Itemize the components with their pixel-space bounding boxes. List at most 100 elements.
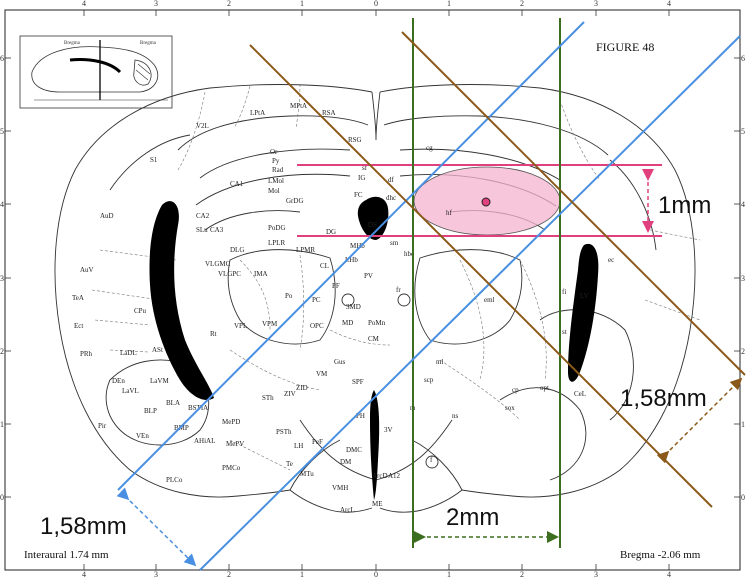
region-label-sm: sm <box>390 239 399 247</box>
region-label-lv: LV <box>580 292 589 300</box>
region-label-lhb: LHb <box>345 256 358 264</box>
region-label-po: Po <box>285 292 293 300</box>
region-label-ca2: CA2 <box>196 212 210 220</box>
region-label-pf: PF <box>332 282 340 290</box>
right-lower <box>499 387 587 481</box>
region-label-gus: Gus <box>334 358 346 366</box>
brown-left-line <box>249 44 713 508</box>
ruler-tick-label: 3 <box>594 0 598 8</box>
region-label-dlg: DLG <box>230 246 244 254</box>
ruler-left-label: 2 <box>0 347 4 356</box>
left-cortex-deep <box>109 134 191 191</box>
region-label-ca1: CA1 <box>230 180 244 188</box>
fornix-left <box>341 293 355 307</box>
region-label-ph: PH <box>356 412 365 420</box>
inset-label-left: Bregma <box>64 41 81 46</box>
region-label-cp: cp <box>512 386 519 394</box>
ruler-tick-label: 1 <box>300 0 304 8</box>
ruler-tick-label: 1 <box>447 0 451 8</box>
ruler-tick-label: 0 <box>374 0 378 8</box>
blue-distance-arrow <box>116 487 197 567</box>
region-label-fc: FC <box>354 191 363 199</box>
inset-label-right: Bregma <box>140 41 157 46</box>
thalamus-right <box>414 249 523 345</box>
ventricles <box>149 196 599 500</box>
ruler-left-label: 6 <box>0 54 4 63</box>
region-label-dhc: dhc <box>386 194 396 202</box>
region-label-vmh: VMH <box>332 484 348 492</box>
region-label-ig: IG <box>358 174 365 182</box>
region-label-ven: VEn <box>136 432 149 440</box>
region-label-ladl: LaDL <box>120 349 137 357</box>
ruler-tick-label: 2 <box>227 0 231 8</box>
region-label-den: DEn <box>112 377 125 385</box>
figure-title: FIGURE 48 <box>596 40 654 54</box>
region-label-ahial: AHiAL <box>194 437 215 445</box>
ruler-tick-label: 4 <box>82 570 86 578</box>
bregma-label: Bregma -2.06 mm <box>620 549 701 561</box>
region-label-cm: CM <box>368 335 380 343</box>
ruler-tick-label: 3 <box>154 0 158 8</box>
region-label-lh: LH <box>294 442 303 450</box>
region-label-mepd: MePD <box>222 418 240 426</box>
region-label-pir: Pir <box>98 422 107 430</box>
region-label-bmp: BMP <box>174 424 189 432</box>
region-label-lpta: LPtA <box>250 109 265 117</box>
fornix-lower <box>425 455 439 469</box>
region-label-bla: BLA <box>166 399 180 407</box>
region-label-ast: ASt <box>152 346 163 354</box>
region-label-zid: ZID <box>296 384 308 392</box>
ruler-tick-label: 1 <box>447 570 451 578</box>
ruler-left-label: 5 <box>0 127 4 136</box>
midline-fissure <box>371 91 381 141</box>
region-label-vpm: VPM <box>262 320 278 328</box>
region-label-auv: AuV <box>80 266 94 274</box>
right-lateral-ventricle <box>568 243 599 382</box>
region-label-cel: CeL <box>574 390 586 398</box>
region-label-blp: BLP <box>144 407 157 415</box>
left-cortex-inner <box>177 115 369 151</box>
region-label-vlgmc: VLGMC <box>205 260 231 268</box>
ruler-right-label: 0 <box>741 493 745 502</box>
region-label-bstia: BSTIA <box>188 404 208 412</box>
region-label-sox: sox <box>505 404 515 412</box>
hippocampus-left <box>195 148 351 231</box>
region-label-prh: PRh <box>80 350 93 358</box>
right-cortex-deep <box>609 159 657 251</box>
amygdala-left <box>105 359 210 446</box>
region-label-dg: DG <box>326 228 336 236</box>
region-label-lmol: LMol <box>268 177 284 185</box>
region-label-pv: PV <box>364 272 373 280</box>
region-label-tea: TeA <box>72 294 84 302</box>
region-label-psth: PSTh <box>276 428 292 436</box>
region-label-ca3: CA3 <box>210 226 224 234</box>
region-label-lplr: LPLR <box>268 239 285 247</box>
region-label-3md: 3MD <box>346 303 361 311</box>
region-label-f: f <box>430 456 433 464</box>
region-label-st: st <box>562 328 567 336</box>
region-label-rad: Rad <box>272 166 284 174</box>
blue-right-line <box>199 35 741 571</box>
region-label-md: MD <box>342 319 353 327</box>
region-label-ziv: ZIV <box>284 390 296 398</box>
ruler-left-label: 1 <box>0 420 4 429</box>
right-cortex-inner <box>383 115 609 156</box>
region-label-ns: ns <box>452 412 459 420</box>
region-label-ds: DS <box>368 221 377 229</box>
ruler-tick-label: 1 <box>300 570 304 578</box>
blue-left-line <box>117 21 585 491</box>
region-label-arcl: ArcL <box>340 506 355 514</box>
region-label-podg: PoDG <box>268 224 286 232</box>
right-striatum <box>539 309 634 421</box>
region-label-pomn: PoMn <box>368 319 386 327</box>
region-label-ima: IMA <box>254 270 268 278</box>
region-label-ec: ec <box>608 256 614 264</box>
region-label-mepv: MePV <box>226 440 244 448</box>
brown-distance-arrow <box>656 377 743 464</box>
region-label-lpmr: LPMR <box>296 246 315 254</box>
ruler-right-label: 5 <box>741 127 745 136</box>
region-label-cg: cg <box>426 144 433 152</box>
inset-sagittal-thumbnail: Bregma Bregma <box>19 35 173 109</box>
region-label-vm: VM <box>316 370 328 378</box>
region-label-plco: PLCo <box>166 476 183 484</box>
